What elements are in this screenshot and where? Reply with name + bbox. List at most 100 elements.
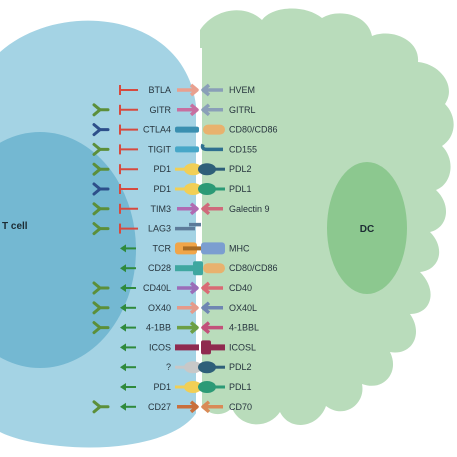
receptor-label: PD1 bbox=[153, 382, 171, 392]
synapse-gap bbox=[196, 48, 202, 418]
receptor-pair: OX40 OX40L bbox=[92, 301, 257, 315]
antibody-icon bbox=[92, 123, 110, 137]
dc-ligand-shape bbox=[200, 143, 223, 152]
ligand-label: HVEM bbox=[229, 85, 255, 95]
receptor-label: BTLA bbox=[148, 85, 171, 95]
t-receptor-shape bbox=[175, 361, 202, 374]
receptor-label: ? bbox=[166, 362, 171, 372]
t-receptor-shape bbox=[177, 202, 199, 216]
ligand-label: CD70 bbox=[229, 402, 252, 412]
receptor-label: TCR bbox=[153, 243, 172, 253]
antibody-icon bbox=[92, 142, 110, 156]
inhibitory-signal-icon bbox=[119, 124, 138, 135]
ligand-label: CD155 bbox=[229, 144, 257, 154]
dc-ligand-shape bbox=[198, 361, 225, 374]
receptor-label: TIGIT bbox=[148, 144, 171, 154]
receptor-pair: TIGIT CD155 bbox=[92, 142, 257, 156]
receptor-label: CD28 bbox=[148, 263, 171, 273]
stimulatory-signal-icon bbox=[120, 303, 136, 312]
antibody-icon bbox=[92, 103, 110, 117]
antibody-icon bbox=[92, 400, 110, 414]
t-cell: T cell bbox=[0, 20, 198, 448]
stimulatory-signal-icon bbox=[120, 284, 136, 292]
dc-nucleus bbox=[327, 162, 407, 294]
receptor-pair: PD1 PDL1 bbox=[92, 182, 252, 196]
t-receptor-shape bbox=[175, 163, 202, 176]
t-cell-label: T cell bbox=[2, 221, 28, 232]
stimulatory-signal-icon bbox=[120, 363, 136, 372]
ligand-label: PDL1 bbox=[229, 184, 252, 194]
stimulatory-signal-icon bbox=[120, 383, 136, 391]
dc-ligand-shape bbox=[201, 202, 223, 216]
stimulatory-signal-icon bbox=[120, 244, 136, 253]
antibody-icon bbox=[92, 222, 110, 236]
ligand-label: OX40L bbox=[229, 303, 257, 313]
receptor-pair: PD1 PDL2 bbox=[92, 162, 252, 176]
receptor-pair: ? PDL2 bbox=[120, 361, 252, 374]
inhibitory-signal-icon bbox=[119, 184, 138, 194]
ligand-label: CD80/CD86 bbox=[229, 125, 278, 135]
dc-ligand-shape bbox=[201, 301, 223, 315]
receptor-pair: CTLA4 CD80/CD86 bbox=[92, 123, 278, 137]
antibody-icon bbox=[92, 281, 110, 295]
t-receptor-shape bbox=[177, 400, 199, 414]
t-receptor-shape bbox=[175, 222, 201, 231]
antibody-icon bbox=[92, 321, 110, 335]
ligand-label: PDL2 bbox=[229, 362, 252, 372]
dc-label: DC bbox=[360, 224, 374, 235]
dc-ligand-shape bbox=[201, 400, 223, 414]
t-receptor-shape bbox=[177, 103, 199, 117]
ligand-label: PDL1 bbox=[229, 382, 252, 392]
inhibitory-signal-icon bbox=[119, 203, 138, 214]
t-receptor-shape bbox=[175, 183, 202, 195]
ligand-label: 4-1BBL bbox=[229, 323, 259, 333]
receptor-label: PD1 bbox=[153, 164, 171, 174]
t-receptor-shape bbox=[177, 281, 199, 295]
dc-ligand-shape bbox=[198, 183, 225, 195]
receptor-label: CTLA4 bbox=[143, 125, 171, 135]
stimulatory-signal-icon bbox=[120, 402, 136, 411]
antibody-icon bbox=[92, 162, 110, 176]
inhibitory-signal-icon bbox=[119, 85, 138, 95]
t-receptor-shape bbox=[175, 242, 201, 255]
t-receptor-shape bbox=[177, 301, 199, 315]
receptor-label: TIM3 bbox=[150, 204, 171, 214]
ligand-label: CD80/CD86 bbox=[229, 263, 278, 273]
receptor-label: LAG3 bbox=[148, 224, 171, 234]
receptor-label: ICOS bbox=[149, 342, 171, 352]
t-receptor-shape bbox=[177, 83, 199, 97]
receptor-label: OX40 bbox=[148, 303, 171, 313]
stimulatory-signal-icon bbox=[120, 343, 136, 352]
dc-ligand-shape bbox=[203, 124, 225, 135]
receptor-pair: CD28 CD80/CD86 bbox=[120, 261, 278, 276]
ligand-label: ICOSL bbox=[229, 342, 256, 352]
t-receptor-shape bbox=[175, 261, 203, 276]
antibody-icon bbox=[92, 301, 110, 315]
dc-ligand-shape bbox=[201, 242, 225, 255]
receptor-pair: ICOS ICOSL bbox=[120, 340, 256, 355]
receptor-pair: 4-1BB 4-1BBL bbox=[92, 321, 259, 335]
dc-body bbox=[200, 8, 454, 425]
receptor-label: PD1 bbox=[153, 184, 171, 194]
dc-ligand-shape bbox=[201, 281, 223, 295]
stimulatory-signal-icon bbox=[120, 323, 136, 332]
ligand-label: PDL2 bbox=[229, 164, 252, 174]
dc-ligand-shape bbox=[201, 83, 223, 97]
ligand-label: GITRL bbox=[229, 105, 256, 115]
antibody-icon bbox=[92, 202, 110, 216]
receptor-pair: BTLA HVEM bbox=[119, 83, 255, 97]
dendritic-cell: DC bbox=[200, 8, 454, 425]
dc-ligand-shape bbox=[198, 163, 225, 176]
ligand-label: CD40 bbox=[229, 283, 252, 293]
receptor-label: CD27 bbox=[148, 402, 171, 412]
receptor-label: 4-1BB bbox=[146, 323, 171, 333]
t-receptor-shape bbox=[175, 344, 199, 351]
dc-ligand-shape bbox=[203, 263, 225, 274]
t-receptor-shape bbox=[175, 381, 202, 393]
